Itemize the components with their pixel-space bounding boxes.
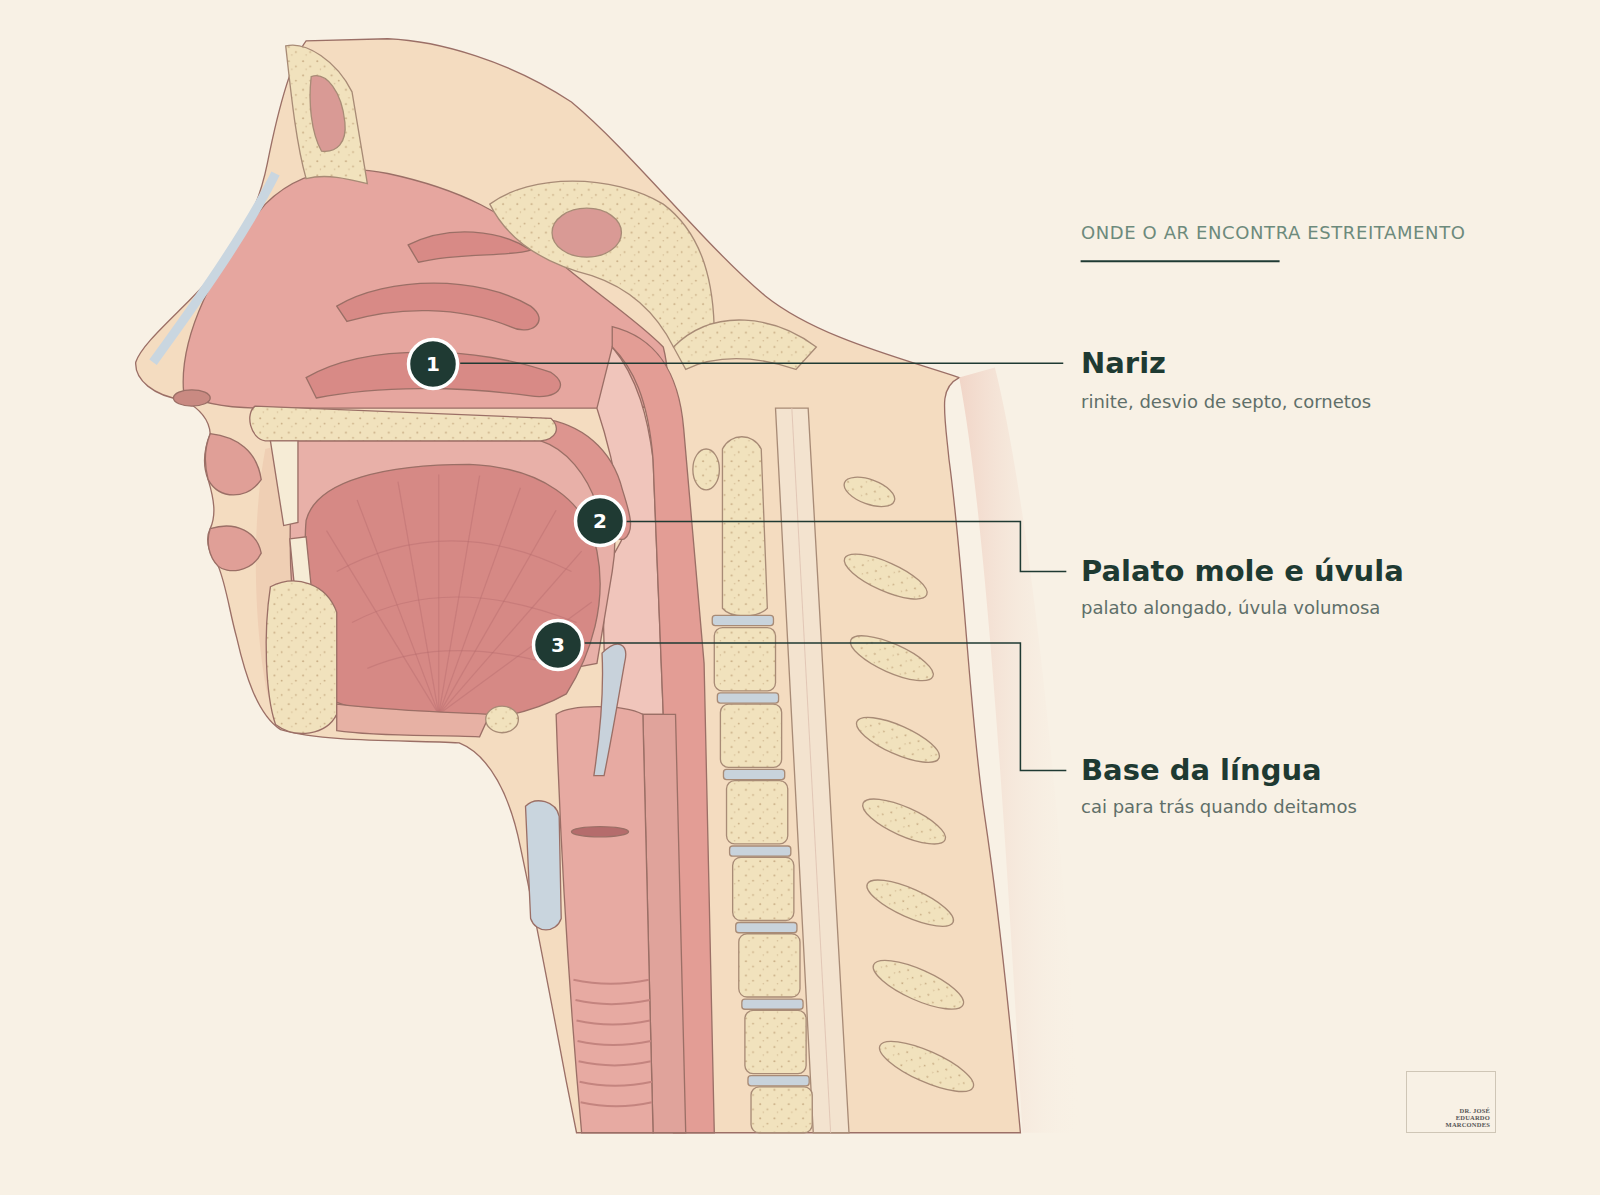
callout-number: 2	[593, 511, 607, 531]
region-heading: Nariz	[1081, 346, 1166, 380]
oral-cavity	[439, 488, 521, 715]
larynx-trachea	[579, 1061, 651, 1065]
oral-cavity	[205, 434, 261, 495]
leader-lines	[585, 643, 1067, 771]
skull-bones	[286, 45, 817, 369]
larynx-trachea	[577, 1020, 650, 1024]
region-heading: Palato mole e úvula	[1081, 554, 1404, 588]
skin	[136, 39, 1082, 1133]
oral-cavity	[439, 551, 582, 714]
cervical-spine	[712, 615, 773, 625]
cervical-spine	[714, 628, 775, 691]
cervical-spine	[723, 769, 784, 779]
larynx-trachea	[571, 827, 628, 837]
oral-cavity	[305, 464, 600, 720]
cervical-spine	[748, 1076, 809, 1086]
oral-cavity	[266, 581, 337, 733]
leader-lines	[460, 363, 1063, 365]
callout-circle-shape	[409, 340, 458, 389]
cervical-spine	[845, 627, 939, 690]
signature-text: DR. JOSÉ EDUARDO MARCONDES	[1444, 1107, 1490, 1128]
skin	[136, 39, 1021, 1133]
larynx-trachea	[578, 1041, 651, 1045]
cervical-spine	[742, 999, 803, 1009]
region-note: rinite, desvio de septo, cornetos	[1081, 391, 1371, 412]
oral-cavity	[438, 475, 439, 715]
cervical-spine	[857, 790, 951, 853]
callout-circle: 2	[573, 494, 627, 548]
region-note: palato alongado, úvula volumosa	[1081, 597, 1380, 618]
cervical-spine	[839, 545, 933, 608]
cervical-spine	[745, 1010, 806, 1073]
title-underline	[1081, 260, 1280, 262]
cervical-spine	[874, 1032, 980, 1101]
skull-bones	[552, 208, 621, 257]
larynx-trachea	[526, 801, 562, 930]
cervical-spine	[840, 471, 898, 512]
larynx-trachea	[573, 980, 652, 1107]
signature-box: DR. JOSÉ EDUARDO MARCONDES	[1406, 1071, 1496, 1133]
cervical-spine	[851, 709, 945, 772]
cervical-spine	[736, 923, 797, 933]
cervical-spine	[751, 1087, 812, 1133]
callout-circle-shape	[576, 497, 625, 546]
nasal-cavity	[408, 232, 530, 262]
oral-cavity	[205, 406, 630, 737]
oral-cavity	[337, 541, 572, 572]
region-note: cai para trás quando deitamos	[1081, 796, 1357, 817]
oral-cavity	[270, 441, 298, 526]
cervical-spine	[693, 408, 980, 1133]
cervical-spine	[693, 449, 720, 490]
cervical-spine	[867, 951, 969, 1019]
larynx-trachea	[526, 644, 686, 1133]
skull-bones	[286, 45, 368, 184]
cervical-spine	[717, 693, 778, 703]
oral-cavity	[352, 597, 576, 623]
cervical-spine	[720, 704, 781, 767]
leader-lines	[460, 363, 1066, 770]
region-heading: Base da língua	[1081, 753, 1322, 787]
cervical-spine	[722, 437, 767, 616]
oral-cavity	[208, 526, 261, 571]
larynx-trachea	[576, 1000, 650, 1004]
larynx-trachea	[573, 980, 649, 984]
oral-cavity	[357, 500, 439, 714]
skull-bones	[490, 181, 714, 347]
cervical-spine	[733, 857, 794, 920]
callout-number: 3	[551, 635, 565, 655]
oral-cavity	[486, 706, 519, 733]
cervical-spine	[730, 846, 791, 856]
larynx-trachea	[581, 1102, 652, 1106]
callout-circle: 3	[531, 618, 585, 672]
leader-lines	[627, 521, 1067, 571]
cervical-spine	[862, 871, 959, 935]
nasal-cavity	[173, 390, 210, 406]
oral-cavity	[327, 475, 592, 715]
oral-cavity	[337, 704, 490, 737]
larynx-trachea	[594, 644, 626, 775]
callout-number: 1	[426, 354, 440, 374]
cervical-spine	[739, 934, 800, 997]
callout-circle-shape	[534, 621, 583, 670]
skull-bones	[310, 76, 345, 152]
cervical-spine	[727, 781, 788, 844]
oral-cavity	[250, 406, 557, 441]
nasal-cavity	[337, 283, 539, 330]
nasal-cavity	[153, 173, 275, 362]
section-title: ONDE O AR ENCONTRA ESTREITAMENTO	[1081, 222, 1466, 243]
callout-circle: 1	[406, 337, 460, 391]
larynx-trachea	[580, 1082, 652, 1086]
skull-bones	[673, 320, 816, 369]
oral-cavity	[327, 531, 439, 715]
